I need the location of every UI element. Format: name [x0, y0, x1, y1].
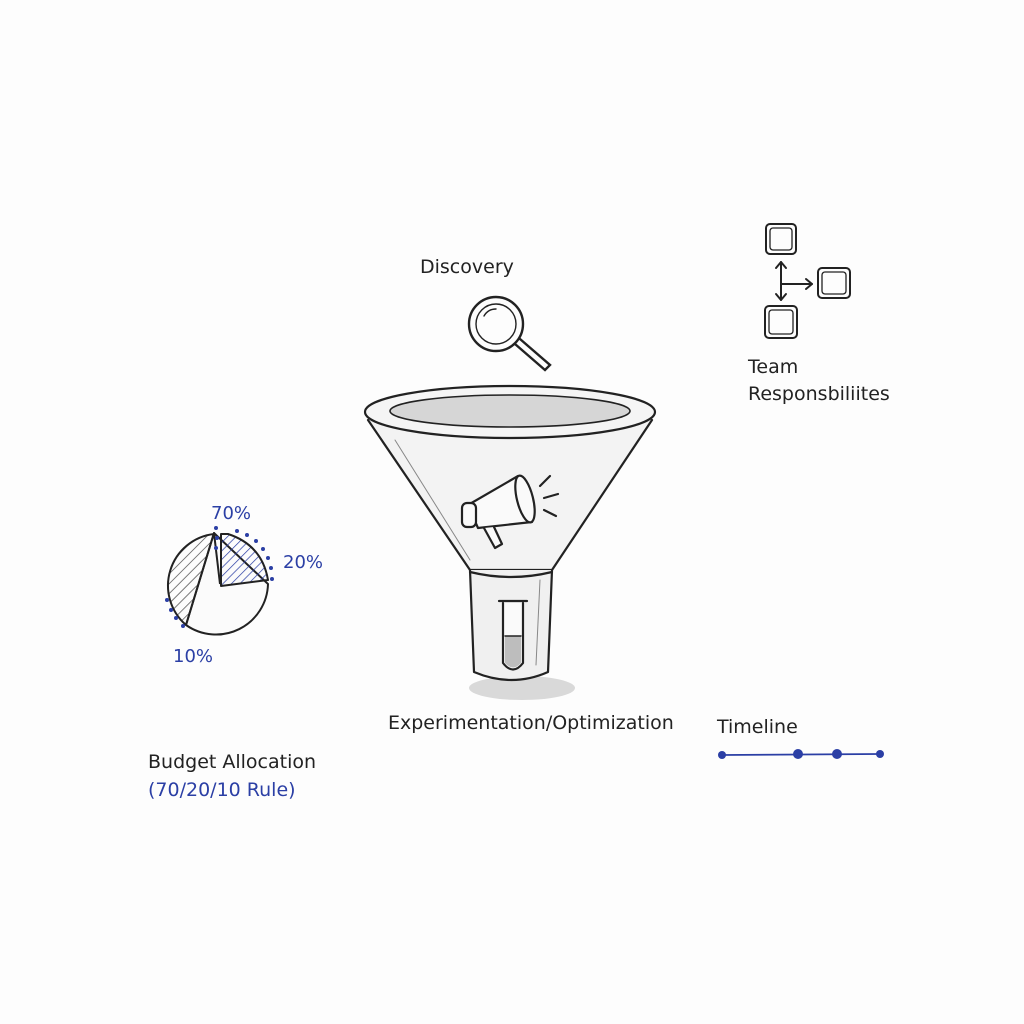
timeline-milestone	[793, 749, 803, 759]
timeline-track	[718, 749, 884, 759]
timeline-milestone	[876, 750, 884, 758]
pie-slice-hatched	[167, 532, 215, 626]
budget-pie	[167, 532, 269, 636]
experimentation-label: Experimentation/Optimization	[388, 712, 674, 734]
magnifier-icon	[467, 295, 552, 372]
discovery-label: Discovery	[420, 256, 514, 278]
team-label-line1: Team	[748, 356, 799, 378]
megaphone-icon	[460, 474, 560, 550]
pie-dots	[165, 526, 274, 628]
slice-label-20: 20%	[283, 552, 324, 573]
timeline-milestone	[718, 751, 726, 759]
pie-slice-blue	[220, 533, 269, 587]
slice-label-10: 10%	[173, 646, 214, 667]
timeline-milestone	[832, 749, 842, 759]
funnel-shadow	[469, 676, 575, 700]
slice-label-70: 70%	[211, 503, 252, 524]
team-nodes-icon	[764, 223, 851, 339]
test-tube-icon	[497, 599, 529, 671]
budget-label-line1: Budget Allocation	[148, 751, 317, 773]
timeline-label: Timeline	[717, 716, 798, 738]
team-label-line2: Responsbiliites	[748, 383, 890, 405]
budget-label-line2: (70/20/10 Rule)	[148, 779, 296, 801]
